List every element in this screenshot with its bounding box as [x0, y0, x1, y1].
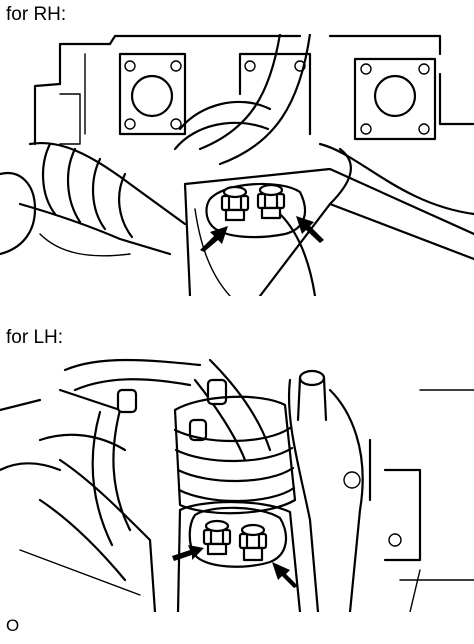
rh-section-label: for RH: [6, 4, 67, 25]
lh-mount-illustration [0, 350, 474, 612]
rh-right-arrow [292, 212, 328, 244]
rh-left-arrow [196, 222, 232, 252]
lh-right-arrow [270, 558, 300, 588]
lh-left-arrow [170, 536, 206, 562]
lh-section-label: for LH: [6, 327, 64, 348]
figure-code: O [6, 616, 20, 635]
rh-mount-illustration [0, 34, 474, 296]
